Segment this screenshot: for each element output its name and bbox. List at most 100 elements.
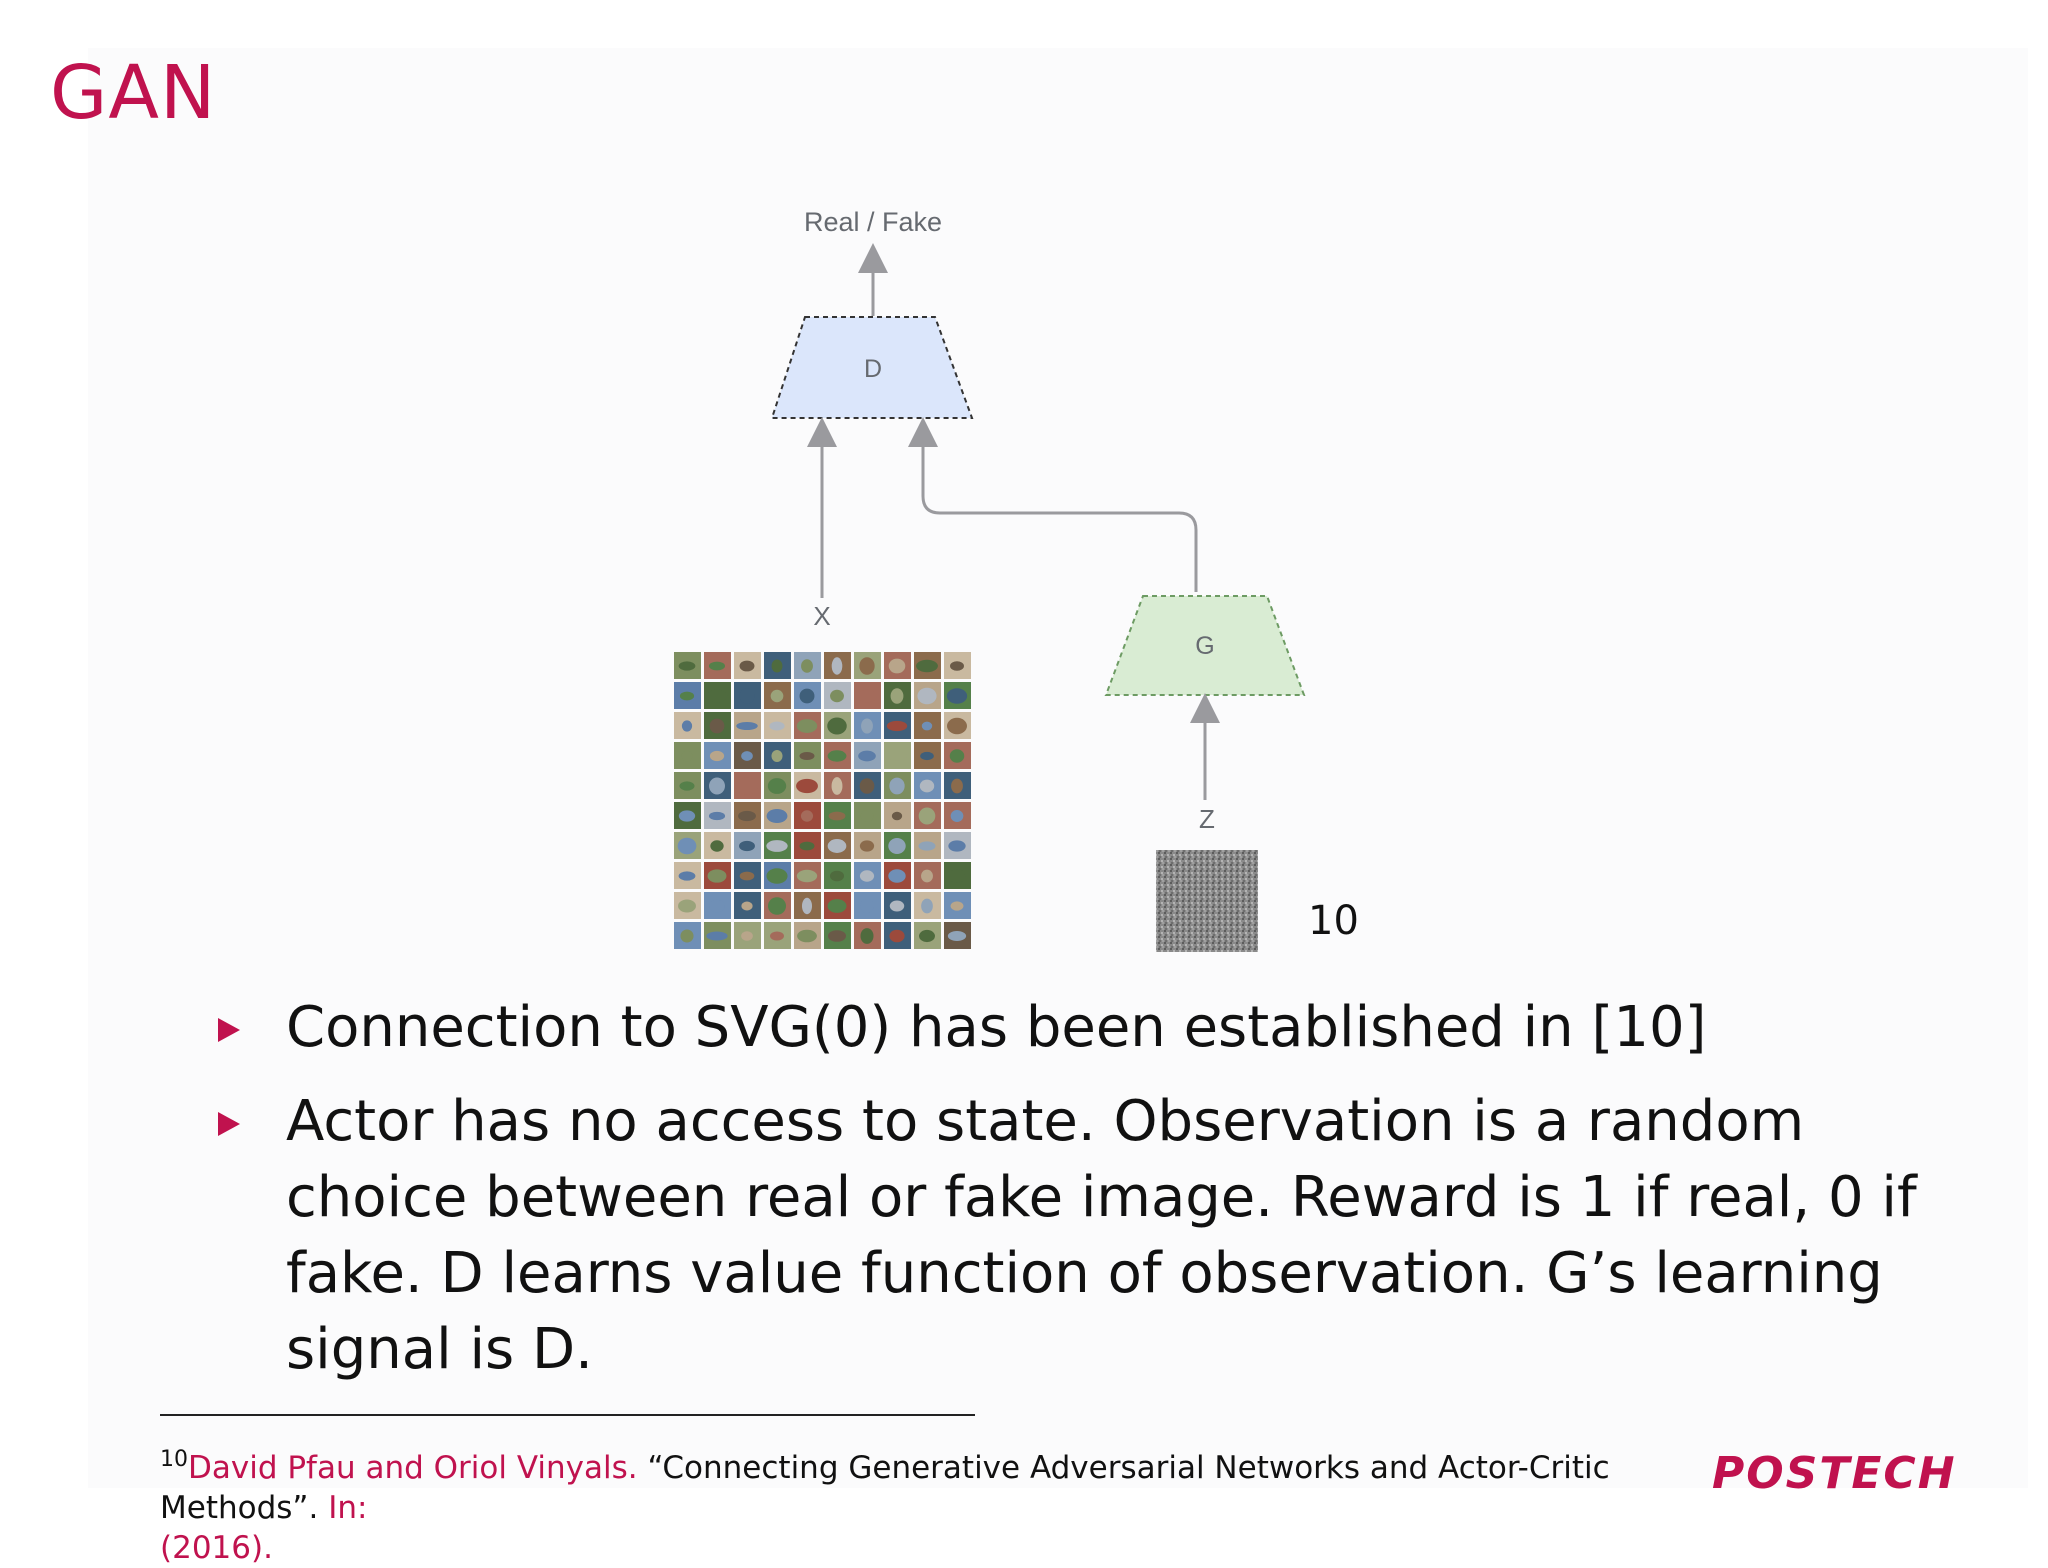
bullet-triangle-icon bbox=[218, 1112, 240, 1136]
sample-image-subject bbox=[830, 689, 844, 703]
sample-image-subject bbox=[769, 721, 785, 731]
sample-image-subject bbox=[888, 658, 906, 674]
sample-image-subject bbox=[799, 841, 815, 851]
sample-image-subject bbox=[801, 897, 813, 915]
sample-image-subject bbox=[707, 869, 727, 883]
sample-image-subject bbox=[861, 718, 873, 734]
sample-image-subject bbox=[678, 810, 696, 822]
footnote: 10David Pfau and Oriol Vinyals. “Connect… bbox=[160, 1440, 1720, 1568]
footnote-year[interactable]: (2016). bbox=[160, 1530, 273, 1566]
sample-image-subject bbox=[708, 661, 726, 671]
sample-image-subject bbox=[797, 929, 817, 943]
sample-image-subject bbox=[918, 841, 936, 851]
sample-image-subject bbox=[916, 659, 938, 673]
footnote-divider bbox=[160, 1414, 975, 1416]
sample-image-subject bbox=[800, 810, 814, 822]
sample-image-subject bbox=[827, 899, 847, 913]
sample-image-subject bbox=[739, 660, 755, 672]
postech-logo: POSTECH bbox=[1712, 1448, 1957, 1499]
sample-image-subject bbox=[921, 721, 933, 731]
sample-image-subject bbox=[678, 871, 696, 881]
sample-image-subject bbox=[678, 899, 696, 913]
sample-image-subject bbox=[736, 777, 758, 795]
output-label: Real / Fake bbox=[804, 207, 942, 237]
sample-image-subject bbox=[919, 929, 935, 943]
sample-image-subject bbox=[739, 840, 755, 852]
sample-image-subject bbox=[886, 720, 908, 732]
sample-image-subject bbox=[921, 869, 933, 883]
sample-image-subject bbox=[888, 869, 906, 883]
sample-image-subject bbox=[919, 779, 935, 793]
sample-image-subject bbox=[889, 929, 905, 943]
sample-image-subject bbox=[799, 751, 815, 761]
noise-input-label: Z bbox=[1199, 804, 1215, 834]
sample-image-subject bbox=[860, 928, 874, 944]
sample-image-subject bbox=[766, 840, 788, 852]
sample-image-subject bbox=[770, 689, 784, 703]
sample-image-subject bbox=[739, 871, 755, 881]
sample-image-subject bbox=[771, 749, 783, 763]
real-image-grid bbox=[674, 652, 971, 949]
sample-image-subject bbox=[946, 688, 968, 704]
sample-image-subject bbox=[950, 661, 964, 671]
sample-image-subject bbox=[950, 901, 964, 911]
footnote-authors[interactable]: David Pfau and Oriol Vinyals. bbox=[188, 1450, 638, 1486]
sample-image-subject bbox=[860, 898, 874, 914]
bullet-triangle-icon bbox=[218, 1018, 240, 1042]
noise-image bbox=[1156, 850, 1258, 952]
sample-image-subject bbox=[738, 810, 756, 822]
sample-image-subject bbox=[770, 931, 784, 941]
discriminator-label: D bbox=[864, 355, 882, 383]
real-input-label: X bbox=[813, 601, 830, 631]
sample-image-subject bbox=[679, 691, 695, 701]
sample-image-subject bbox=[917, 687, 937, 705]
sample-image-subject bbox=[827, 839, 847, 853]
footnote-title: “Connecting Generative Adversarial Netwo… bbox=[160, 1450, 1610, 1526]
sample-image-subject bbox=[886, 751, 908, 761]
sample-image-subject bbox=[948, 869, 966, 883]
sample-image-subject bbox=[951, 778, 963, 794]
bullet-text: Connection to SVG(0) has been establishe… bbox=[286, 995, 1707, 1060]
discriminator-block bbox=[770, 316, 974, 419]
sample-image-subject bbox=[710, 840, 724, 852]
sample-image-subject bbox=[856, 689, 878, 703]
sample-image-subject bbox=[677, 837, 697, 855]
noise-marker: 10 bbox=[1308, 898, 1359, 944]
sample-image-subject bbox=[771, 659, 783, 673]
sample-image-subject bbox=[741, 901, 753, 911]
sample-image-subject bbox=[706, 931, 728, 941]
sample-image-subject bbox=[859, 657, 875, 675]
sample-image-subject bbox=[709, 777, 725, 795]
sample-image-subject bbox=[678, 661, 696, 671]
sample-image-subject bbox=[766, 809, 788, 823]
sample-image-subject bbox=[920, 751, 934, 761]
sample-image-subject bbox=[889, 900, 905, 912]
sample-image-subject bbox=[801, 659, 813, 673]
sample-image-subject bbox=[860, 809, 874, 823]
sample-image-subject bbox=[736, 721, 758, 731]
sample-image-subject bbox=[889, 777, 905, 795]
sample-image-subject bbox=[831, 657, 843, 675]
bullet-list: Connection to SVG(0) has been establishe… bbox=[218, 990, 1938, 1406]
sample-image-subject bbox=[741, 751, 753, 761]
bullet-item: Connection to SVG(0) has been establishe… bbox=[218, 990, 1938, 1066]
sample-image-subject bbox=[827, 717, 847, 735]
sample-image-subject bbox=[741, 931, 753, 941]
sample-image-subject bbox=[831, 777, 843, 795]
sample-image-subject bbox=[709, 718, 725, 734]
sample-image-subject bbox=[918, 807, 936, 825]
sample-image-subject bbox=[767, 778, 787, 794]
slide-title: GAN bbox=[50, 50, 217, 136]
sample-image-subject bbox=[947, 930, 967, 942]
sample-image-subject bbox=[888, 838, 906, 854]
sample-image-subject bbox=[766, 868, 788, 884]
footnote-number: 10 bbox=[160, 1447, 188, 1472]
sample-image-subject bbox=[828, 811, 846, 821]
sample-image-subject bbox=[706, 689, 728, 703]
sample-image-subject bbox=[709, 899, 725, 913]
sample-image-subject bbox=[796, 778, 818, 794]
sample-image-subject bbox=[680, 929, 694, 943]
bullet-item: Actor has no access to state. Observatio… bbox=[218, 1084, 1938, 1388]
sample-image-subject bbox=[708, 811, 726, 821]
slide-background bbox=[88, 48, 2028, 1488]
